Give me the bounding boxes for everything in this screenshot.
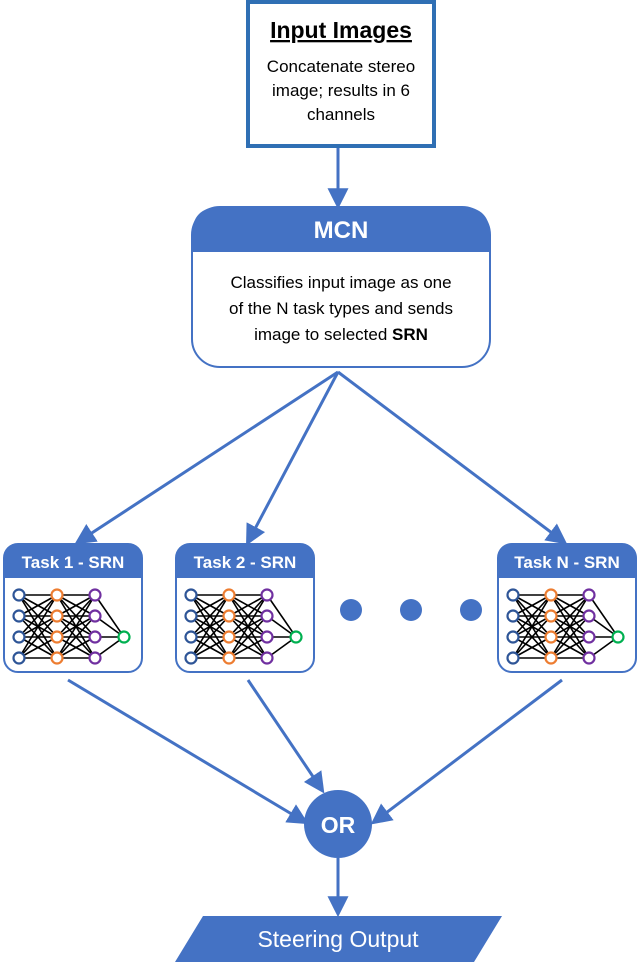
network-node: [289, 630, 303, 644]
network-node: [184, 588, 198, 602]
network-node: [260, 588, 274, 602]
network-node: [88, 651, 102, 665]
mcn-title: MCN: [314, 217, 369, 244]
ellipsis-dot: [400, 599, 422, 621]
network-node: [544, 651, 558, 665]
input-images-title: Input Images: [270, 17, 412, 43]
mcn-desc-3-bold: SRN: [392, 325, 428, 344]
network-node: [12, 630, 26, 644]
arrow-mcn-to-task1: [74, 370, 339, 545]
input-images-box: Input Images Concatenate stereo image; r…: [246, 0, 436, 148]
or-node: OR: [304, 790, 372, 858]
network-node: [12, 588, 26, 602]
network-node: [582, 630, 596, 644]
network-node: [582, 588, 596, 602]
arrow-task1-to-or: [67, 678, 309, 825]
neural-network-icon: [12, 588, 131, 665]
task-2-srn-box: Task 2 - SRN: [175, 543, 315, 673]
task-srn-label: Task 1 - SRN: [22, 553, 125, 572]
network-node: [50, 609, 64, 623]
task-srn-label: Task 2 - SRN: [194, 553, 297, 572]
mcn-desc-2: of the N task types and sends: [229, 299, 453, 318]
arrow-mcn-to-task2: [246, 371, 340, 546]
task-srn-label: Task N - SRN: [514, 553, 620, 572]
network-node: [260, 630, 274, 644]
network-node: [544, 609, 558, 623]
network-node: [184, 609, 198, 623]
arrow-taskn-to-or: [370, 678, 563, 825]
network-node: [88, 630, 102, 644]
mcn-desc-3: image to selected SRN: [254, 325, 428, 344]
input-images-desc-2: image; results in 6: [272, 81, 410, 100]
network-node: [611, 630, 625, 644]
arrow-mcn-to-taskn: [337, 370, 568, 545]
ellipsis-dots: [340, 599, 482, 621]
network-node: [222, 588, 236, 602]
connectors: [67, 147, 568, 918]
network-node: [506, 651, 520, 665]
arrow-task2-to-or: [246, 679, 325, 794]
network-node: [544, 588, 558, 602]
steering-output-label: Steering Output: [257, 926, 419, 952]
mcn-box: MCN Classifies input image as one of the…: [191, 206, 491, 368]
mcn-desc-1: Classifies input image as one: [230, 273, 451, 292]
network-node: [506, 609, 520, 623]
ellipsis-dot: [460, 599, 482, 621]
mcn-desc-3-prefix: image to selected: [254, 325, 392, 344]
or-label: OR: [321, 812, 356, 838]
task-1-srn-box: Task 1 - SRN: [3, 543, 143, 673]
network-node: [506, 588, 520, 602]
network-node: [260, 609, 274, 623]
neural-network-icon: [506, 588, 625, 665]
network-node: [88, 609, 102, 623]
input-images-desc-3: channels: [307, 105, 375, 124]
network-node: [506, 630, 520, 644]
network-node: [50, 588, 64, 602]
network-node: [582, 651, 596, 665]
network-node: [12, 651, 26, 665]
ellipsis-dot: [340, 599, 362, 621]
network-node: [222, 651, 236, 665]
network-node: [50, 630, 64, 644]
network-node: [50, 651, 64, 665]
network-node: [544, 630, 558, 644]
steering-output-box: Steering Output: [175, 916, 502, 962]
task-n-srn-box: Task N - SRN: [497, 543, 637, 673]
network-node: [117, 630, 131, 644]
network-node: [184, 630, 198, 644]
input-images-desc-1: Concatenate stereo: [267, 57, 415, 76]
network-node: [12, 609, 26, 623]
network-node: [260, 651, 274, 665]
neural-network-icon: [184, 588, 303, 665]
network-node: [222, 630, 236, 644]
network-node: [222, 609, 236, 623]
network-node: [184, 651, 198, 665]
network-node: [582, 609, 596, 623]
network-node: [88, 588, 102, 602]
